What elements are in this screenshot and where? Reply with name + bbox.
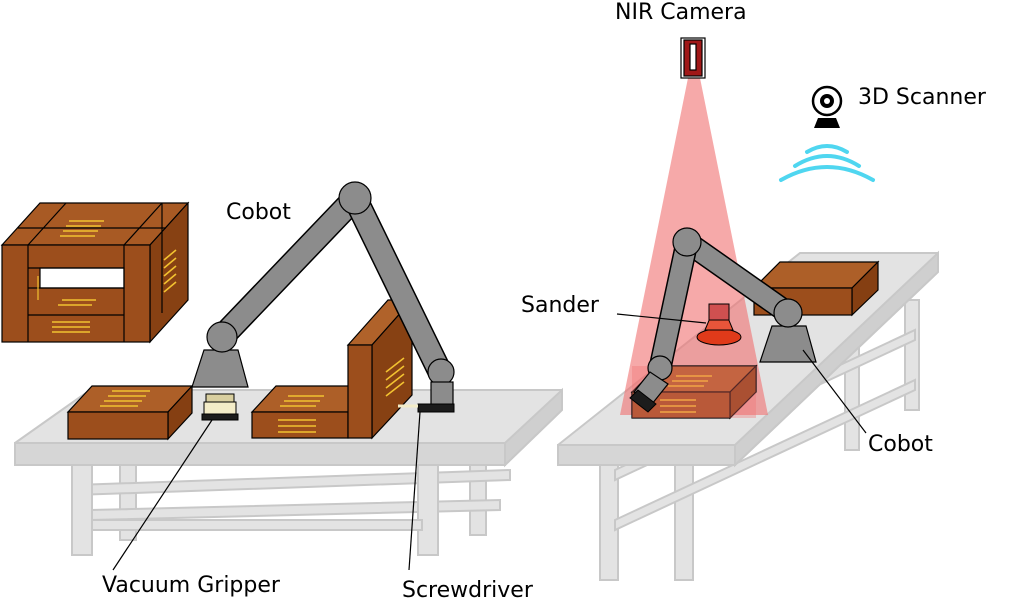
wooden-crate-icon bbox=[0, 201, 190, 344]
scanner-wave-icon bbox=[779, 144, 875, 182]
nir-camera-icon bbox=[680, 37, 706, 79]
wood-panel-left bbox=[66, 384, 194, 441]
label-cobot-left: Cobot bbox=[226, 200, 291, 225]
label-cobot-right: Cobot bbox=[868, 432, 933, 457]
label-nir-camera: NIR Camera bbox=[615, 0, 747, 25]
leader-lines bbox=[112, 313, 867, 571]
label-3d-scanner: 3D Scanner bbox=[858, 85, 987, 110]
cobot-arm-icon bbox=[191, 181, 455, 407]
sander-icon bbox=[696, 303, 742, 346]
label-sander: Sander bbox=[521, 293, 600, 318]
wood-assembly-center bbox=[250, 298, 414, 440]
screwdriver-icon bbox=[398, 403, 455, 413]
vacuum-gripper-icon bbox=[201, 393, 239, 421]
cobot-arm-icon-right bbox=[629, 227, 817, 413]
3d-scanner-icon bbox=[779, 85, 875, 182]
label-vacuum-gripper: Vacuum Gripper bbox=[102, 573, 281, 598]
label-screwdriver: Screwdriver bbox=[402, 578, 534, 600]
